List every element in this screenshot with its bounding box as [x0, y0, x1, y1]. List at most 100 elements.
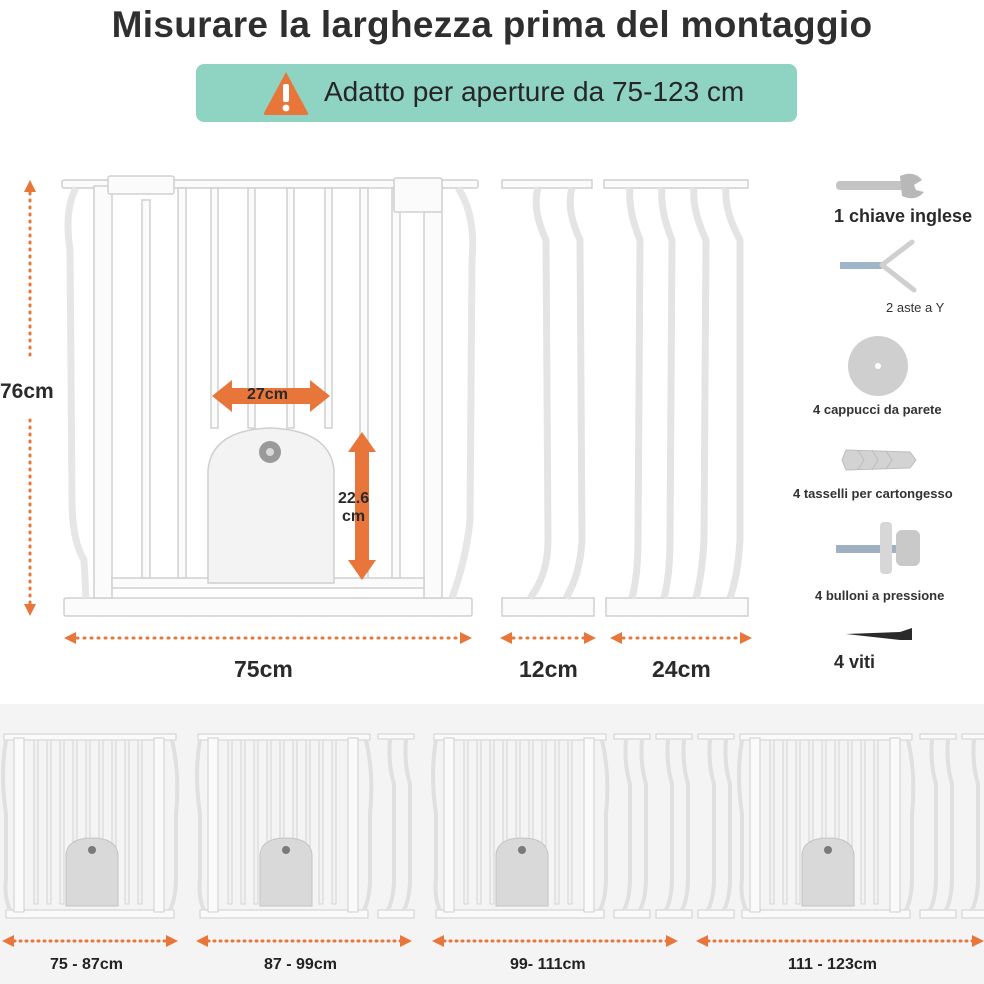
thumb-bar — [59, 739, 65, 905]
thumb-bar — [331, 739, 337, 905]
thumb-bar — [873, 739, 879, 905]
wrench-icon — [836, 173, 924, 199]
thumb-bar — [567, 739, 573, 905]
thumb-door-latch-icon — [518, 846, 526, 854]
thumb-pet-door — [259, 837, 313, 907]
page-title: Misurare la larghezza prima del montaggi… — [111, 4, 873, 45]
extension-large-label: 24cm — [652, 656, 711, 682]
thumb-extension-bottom — [377, 909, 415, 919]
thumb-bar — [782, 739, 788, 905]
thumb-side-rail — [431, 739, 442, 911]
door-width-arrow — [212, 380, 330, 412]
extension-24cm — [603, 179, 749, 617]
thumb-top-bar — [3, 733, 177, 741]
accessory-label-screws: 4 viti — [834, 652, 876, 672]
thumb-bar — [253, 739, 259, 905]
accessory-label-wrench: 1 chiave inglese — [834, 206, 973, 226]
extension-12cm — [501, 179, 595, 617]
configuration-thumbnails — [1, 733, 984, 919]
thumb-side-rail — [195, 739, 206, 911]
door-width-label: 27cm — [247, 386, 288, 403]
thumb-extension-bottom — [655, 909, 693, 919]
thumb-top-bar — [197, 733, 371, 741]
thumb-bar — [124, 739, 130, 905]
thumb-pet-door — [495, 837, 549, 907]
thumb-extension-top — [377, 733, 415, 740]
thumb-extension-bar — [680, 738, 690, 911]
fit-banner: Adatto per aperture da 75-123 cm — [196, 64, 797, 122]
range-label-4: 111 - 123cm — [788, 956, 877, 973]
thumb-extension-top — [655, 733, 693, 740]
range-label-2: 87 - 99cm — [264, 956, 337, 973]
thumb-post — [443, 737, 455, 913]
thumb-bar — [476, 739, 482, 905]
thumb-side-rail — [904, 739, 916, 911]
thumb-side-rail — [362, 739, 374, 911]
thumb-extension-bar — [402, 738, 412, 911]
thumb-extension-top — [919, 733, 957, 740]
thumb-extension-top — [613, 733, 651, 740]
screw-icon — [846, 628, 912, 640]
thumb-post — [207, 737, 219, 913]
thumb-post — [583, 737, 595, 913]
thumb-side-rail — [598, 739, 610, 911]
thumb-post — [347, 737, 359, 913]
banner-text: Adatto per aperture da 75-123 cm — [324, 76, 745, 107]
extension-small-label: 12cm — [519, 656, 578, 682]
warning-icon — [263, 72, 309, 115]
thumb-bottom-bar — [741, 909, 911, 919]
thumb-extension-bar — [722, 738, 732, 911]
thumb-extension-bar — [944, 738, 954, 911]
thumb-bar — [769, 739, 775, 905]
thumb-side-rail — [168, 739, 180, 911]
thumb-door-latch-icon — [824, 846, 832, 854]
accessory-label-bolts: 4 bulloni a pressione — [815, 588, 945, 603]
thumb-bottom-bar — [199, 909, 369, 919]
thumb-bar — [137, 739, 143, 905]
thumb-extension-bar — [386, 738, 396, 911]
thumb-extension-bar — [706, 738, 716, 911]
thumb-bar — [554, 739, 560, 905]
thumb-post — [153, 737, 165, 913]
main-gate — [61, 175, 479, 617]
accessory-label-anchors: 4 tasselli per cartongesso — [793, 486, 953, 501]
thumb-bar — [463, 739, 469, 905]
thumb-bar — [227, 739, 233, 905]
thumb-extension-top — [697, 733, 735, 740]
thumb-bottom-bar — [435, 909, 605, 919]
thumb-pet-door — [65, 837, 119, 907]
thumb-extension-bottom — [919, 909, 957, 919]
door-height-arrow — [348, 432, 376, 580]
range-label-1: 75 - 87cm — [50, 956, 123, 973]
thumb-bar — [240, 739, 246, 905]
door-height-label: 22.6 cm — [338, 490, 370, 525]
thumb-extension-bottom — [697, 909, 735, 919]
drywall-anchor-icon — [841, 449, 917, 471]
thumb-extension-bar — [970, 738, 980, 911]
thumb-pet-door — [801, 837, 855, 907]
thumb-post — [13, 737, 25, 913]
thumb-extension-bar — [664, 738, 674, 911]
thumb-bar — [33, 739, 39, 905]
thumb-extension-bar — [622, 738, 632, 911]
thumb-bar — [489, 739, 495, 905]
thumb-extension-bottom — [613, 909, 651, 919]
accessory-label-wall-cups: 4 cappucci da parete — [813, 402, 942, 417]
y-rod-icon — [840, 239, 917, 293]
thumb-door-latch-icon — [282, 846, 290, 854]
gate-width-label: 75cm — [234, 656, 293, 682]
accessory-label-y-rods: 2 aste a Y — [886, 300, 945, 315]
thumb-extension-bottom — [961, 909, 984, 919]
thumb-extension-bar — [928, 738, 938, 911]
height-label: 76cm — [0, 380, 54, 403]
thumb-extension-bar — [638, 738, 648, 911]
pressure-bolt-icon — [836, 522, 920, 574]
thumb-top-bar — [433, 733, 607, 741]
thumb-bar — [318, 739, 324, 905]
thumb-bar — [860, 739, 866, 905]
thumb-bar — [795, 739, 801, 905]
thumb-post — [749, 737, 761, 913]
thumb-bar — [46, 739, 52, 905]
thumb-post — [889, 737, 901, 913]
